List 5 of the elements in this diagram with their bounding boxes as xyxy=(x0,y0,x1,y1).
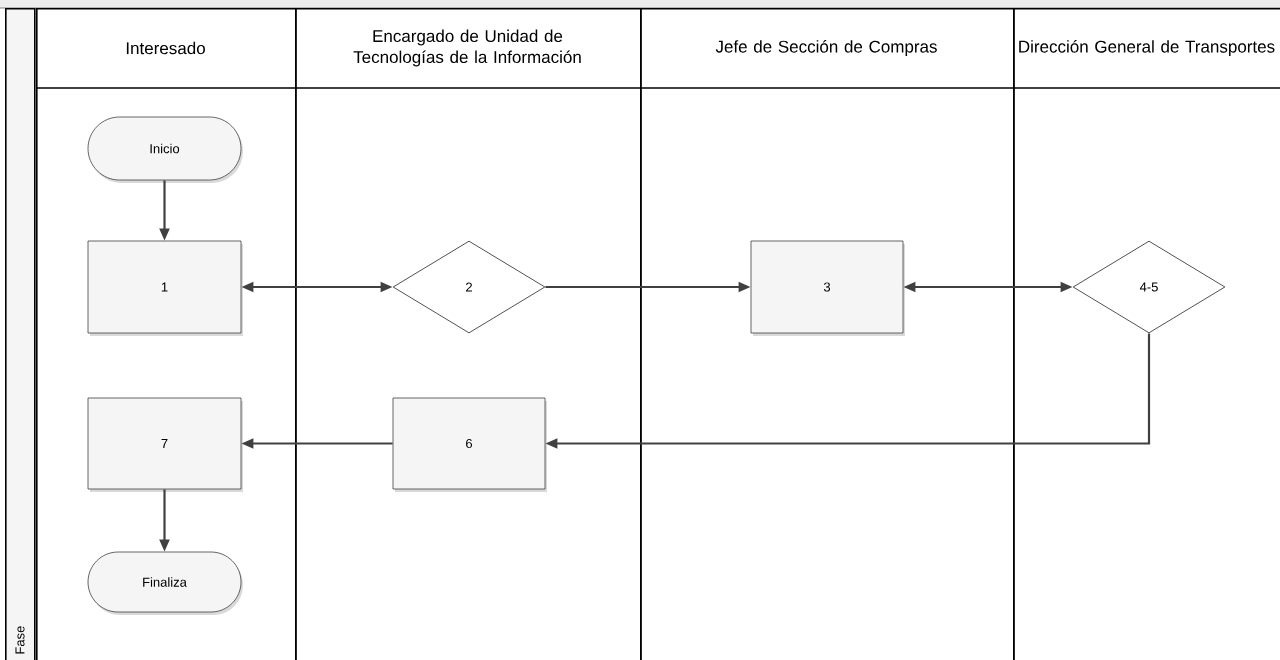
process-box: 6 xyxy=(392,397,547,492)
process-box: 3 xyxy=(750,240,905,336)
process-box: 7 xyxy=(87,397,243,492)
process-box: 1 xyxy=(87,240,243,336)
phase-band: Fase xyxy=(5,8,36,660)
